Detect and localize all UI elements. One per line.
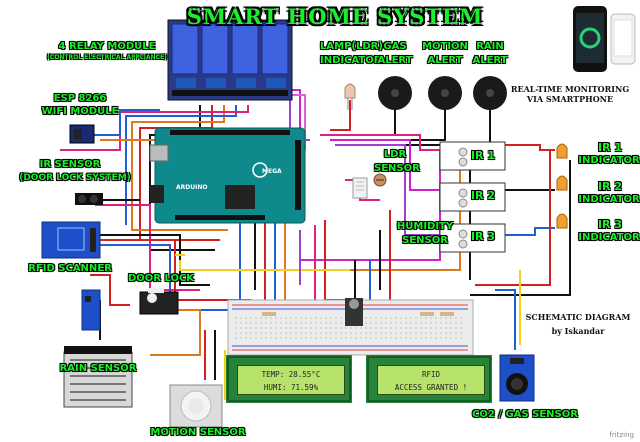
rain-sensor-module — [63, 289, 133, 408]
ir-sensor-2 — [439, 182, 506, 212]
label-rain-sensor: RAIN SENSOR — [59, 363, 137, 374]
ir-sensor-1 — [439, 141, 506, 171]
rfid-module — [41, 221, 101, 259]
schematic-line-1: SCHEMATIC DIAGRAM — [525, 312, 631, 322]
label-lamp: LAMP(LDR) — [320, 41, 383, 52]
label-motion-alert-2: ALERT — [427, 55, 463, 66]
label-rain-alert: RAIN — [476, 41, 504, 52]
lcd-display-1: TEMP: 28.55°C HUMI: 71.59% — [227, 356, 351, 402]
lcd-screen-2: RFID ACCESS GRANTED ! — [377, 365, 485, 395]
label-indicator-2: IR 2 — [597, 180, 623, 193]
board-brand: ARDUINO — [176, 184, 208, 191]
pir-motion-sensor — [169, 384, 223, 428]
label-ir-sensor-2: (DOOR LOCK SYSTEM) — [19, 173, 131, 183]
lcd2-line-2: ACCESS GRANTED ! — [394, 383, 468, 392]
label-gas: GAS — [383, 41, 407, 52]
lcd-display-2: RFID ACCESS GRANTED ! — [367, 356, 491, 402]
label-indicator-1: IR 1 — [597, 141, 623, 154]
ldr-sensor — [373, 173, 387, 187]
lcd2-line-1: RFID — [421, 370, 441, 379]
monitoring-line-1: REAL-TIME MONITORING — [510, 84, 630, 94]
arduino-mega-board — [149, 127, 306, 224]
servo-motor — [139, 288, 179, 315]
schematic-line-2: by Iskandar — [551, 326, 605, 336]
lamp-led — [344, 83, 356, 110]
resistors — [262, 312, 454, 316]
label-esp: ESP 8266 — [53, 93, 107, 104]
label-indicator-3b: INDICATOR — [578, 232, 640, 243]
ir-sensor-3 — [439, 223, 506, 253]
ir-sensor-door — [75, 193, 103, 205]
dht-humidity-sensor — [352, 177, 368, 199]
relay-module — [167, 19, 293, 101]
label-indicator-3: IR 3 — [597, 218, 623, 231]
label-indicator-1b: INDICATOR — [578, 155, 640, 166]
label-indicator-2b: INDICATOR — [578, 194, 640, 205]
board-model: MEGA — [262, 168, 282, 175]
label-humidity: HUMIDITY — [396, 221, 454, 232]
label-lamp-2: INDICATOR — [320, 55, 382, 66]
label-relay: 4 RELAY MODULE — [58, 41, 156, 52]
esp8266-module — [69, 124, 95, 144]
label-ldr: LDR — [383, 149, 407, 160]
co2-gas-sensor — [499, 354, 535, 402]
lcd-screen-1: TEMP: 28.55°C HUMI: 71.59% — [237, 365, 345, 395]
label-esp-2: WIFI MODULE — [41, 106, 119, 117]
buzzer-gas — [378, 76, 412, 110]
label-ir-sensor: IR SENSOR — [39, 159, 101, 170]
fritzing-watermark: fritzing — [609, 431, 634, 439]
label-co2-sensor: CO2 / GAS SENSOR — [472, 409, 578, 420]
buzzer-rain — [473, 76, 507, 110]
buzzer-motion — [428, 76, 462, 110]
label-gas-2: ALERT — [377, 55, 413, 66]
label-relay-sub: (CONTROL ELECTRICAL APPLIANCE) — [47, 54, 167, 61]
smartphone — [573, 6, 636, 72]
label-motion-alert: MOTION — [422, 41, 468, 52]
indicator-leds — [556, 143, 568, 229]
label-ldr-2: SENSOR — [374, 163, 420, 174]
label-rain-alert-2: ALERT — [472, 55, 508, 66]
label-rfid: RFID SCANNER — [28, 263, 112, 274]
label-ir-2: IR 2 — [470, 189, 496, 202]
monitoring-line-2: VIA SMARTPHONE — [526, 94, 614, 104]
label-ir-3: IR 3 — [470, 230, 496, 243]
page-title: SMART HOME SYSTEM — [186, 4, 484, 29]
lcd1-line-2: HUMI: 71.59% — [263, 383, 319, 392]
label-door-lock: DOOR LOCK — [127, 273, 195, 284]
label-ir-1: IR 1 — [470, 149, 496, 162]
label-motion-sensor: MOTION SENSOR — [150, 427, 246, 438]
breadboard — [227, 298, 474, 356]
label-humidity-2: SENSOR — [402, 235, 448, 246]
lcd1-line-1: TEMP: 28.55°C — [261, 370, 321, 379]
